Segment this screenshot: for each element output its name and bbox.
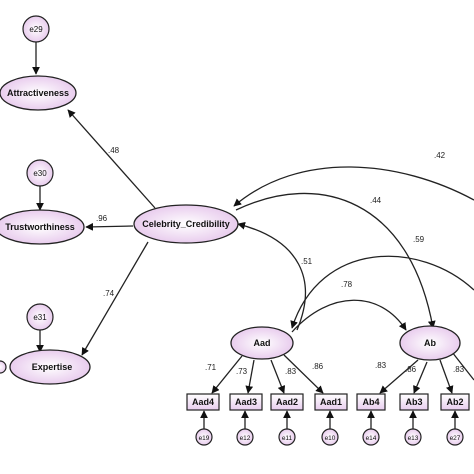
label-e29: e29 — [29, 25, 43, 34]
label-aad1: Aad1 — [320, 397, 342, 407]
coef-ab3: .86 — [405, 365, 417, 374]
coef-aad1: .86 — [312, 362, 324, 371]
label-celebrity-credibility: Celebrity_Credibility — [142, 219, 230, 229]
label-e13: e13 — [408, 435, 419, 442]
path-aad-aad4 — [211, 355, 243, 394]
coef-cc-trustworthiness: .96 — [96, 214, 108, 223]
path-aad-ab — [291, 299, 407, 333]
error-e31 — [26, 303, 54, 331]
path-aad-aad2 — [270, 359, 286, 394]
label-e12: e12 — [240, 435, 251, 442]
label-aad2: Aad2 — [276, 397, 298, 407]
latent-trustworthiness — [0, 209, 85, 245]
path-aad-aad1 — [283, 354, 324, 394]
label-attractiveness: Attractiveness — [7, 88, 69, 98]
coef-right-cc: .42 — [434, 151, 446, 160]
label-trustworthiness: Trustworthiness — [5, 222, 75, 232]
coef-aad3: .73 — [236, 367, 248, 376]
coef-aad2: .83 — [285, 367, 297, 376]
label-e19: e19 — [199, 435, 210, 442]
path-ab-right — [451, 351, 474, 381]
label-ab4: Ab4 — [362, 397, 379, 407]
error-e14 — [362, 428, 380, 446]
coef-cc-expertise: .74 — [103, 289, 115, 298]
label-e27: e27 — [450, 435, 461, 442]
path-ab-ab3 — [413, 361, 428, 394]
coef-cc-attractiveness: .48 — [108, 146, 120, 155]
coef-aad4: .71 — [205, 363, 217, 372]
coef-aad-cc: .51 — [301, 257, 313, 266]
label-e14: e14 — [366, 435, 377, 442]
label-aad: Aad — [253, 338, 270, 348]
error-expertise-left — [0, 360, 7, 374]
path-cc-trustworthiness — [85, 222, 134, 231]
label-ab: Ab — [424, 338, 436, 348]
error-e27 — [446, 428, 464, 446]
path-cc-ab — [235, 192, 436, 329]
label-aad4: Aad4 — [192, 397, 214, 407]
path-cc-expertise — [81, 241, 149, 356]
error-e11 — [278, 428, 296, 446]
error-e12 — [236, 428, 254, 446]
latent-attractiveness — [0, 75, 77, 111]
label-ab2: Ab2 — [446, 397, 463, 407]
label-expertise: Expertise — [32, 362, 73, 372]
label-e30: e30 — [33, 169, 47, 178]
error-e10 — [321, 428, 339, 446]
latent-expertise — [9, 349, 91, 385]
indicator-aad2 — [270, 393, 304, 411]
error-e29 — [22, 15, 50, 43]
latent-aad — [230, 326, 294, 360]
path-ab-ab2 — [439, 359, 454, 394]
indicator-ab4 — [356, 393, 386, 411]
latent-ab — [399, 325, 461, 361]
label-e10: e10 — [325, 435, 336, 442]
path-ab-ab4 — [379, 359, 419, 394]
latent-celebrity-credibility — [133, 204, 239, 244]
label-e11: e11 — [282, 435, 293, 442]
coef-cc-ab: .44 — [370, 196, 382, 205]
indicator-aad4 — [186, 393, 220, 411]
coef-ab4: .83 — [375, 361, 387, 370]
indicator-aad3 — [229, 393, 263, 411]
path-aad-cc — [237, 221, 306, 331]
label-aad3: Aad3 — [235, 397, 257, 407]
indicator-ab3 — [399, 393, 429, 411]
error-e30 — [26, 159, 54, 187]
coef-ab2: .83 — [453, 365, 465, 374]
error-e13 — [404, 428, 422, 446]
path-cc-attractiveness — [67, 109, 156, 209]
coef-right-aad: .59 — [413, 235, 425, 244]
indicator-ab2 — [440, 393, 470, 411]
indicator-aad1 — [314, 393, 348, 411]
label-e31: e31 — [33, 313, 47, 322]
label-ab3: Ab3 — [405, 397, 422, 407]
error-e19 — [195, 428, 213, 446]
path-aad-aad3 — [245, 359, 255, 394]
path-right-aad — [290, 255, 474, 329]
coef-aad-ab: .78 — [341, 280, 353, 289]
path-right-cc — [233, 166, 474, 207]
